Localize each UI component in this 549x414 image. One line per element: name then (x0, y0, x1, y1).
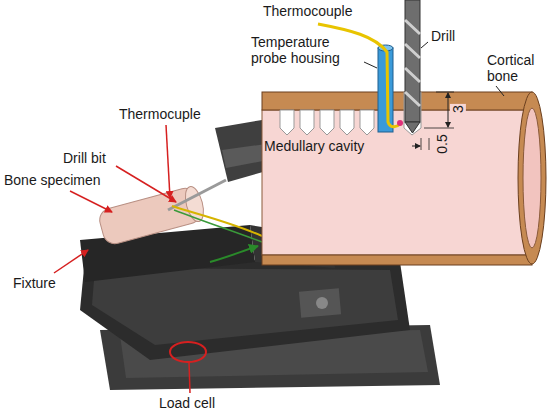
part-label: Fixture (12, 275, 57, 291)
part-label: Temperature probe housing (250, 34, 364, 66)
part-label: Thermocuple (118, 106, 202, 122)
part-label: Drill (430, 28, 456, 44)
part-label: Drill bit (62, 150, 107, 166)
dimension-label: 3 (450, 104, 466, 114)
dimension-label: 0.5 (434, 133, 450, 154)
part-label: Cortical bone (486, 52, 546, 84)
bone-section (262, 92, 546, 265)
part-label: Load cell (158, 395, 216, 411)
part-label: Medullary cavity (263, 138, 365, 154)
drill (168, 120, 270, 210)
probe-housing (378, 45, 393, 132)
drill-bit (405, 0, 420, 133)
part-label: Bone specimen (3, 172, 102, 188)
part-label: Thermocouple (262, 3, 354, 19)
